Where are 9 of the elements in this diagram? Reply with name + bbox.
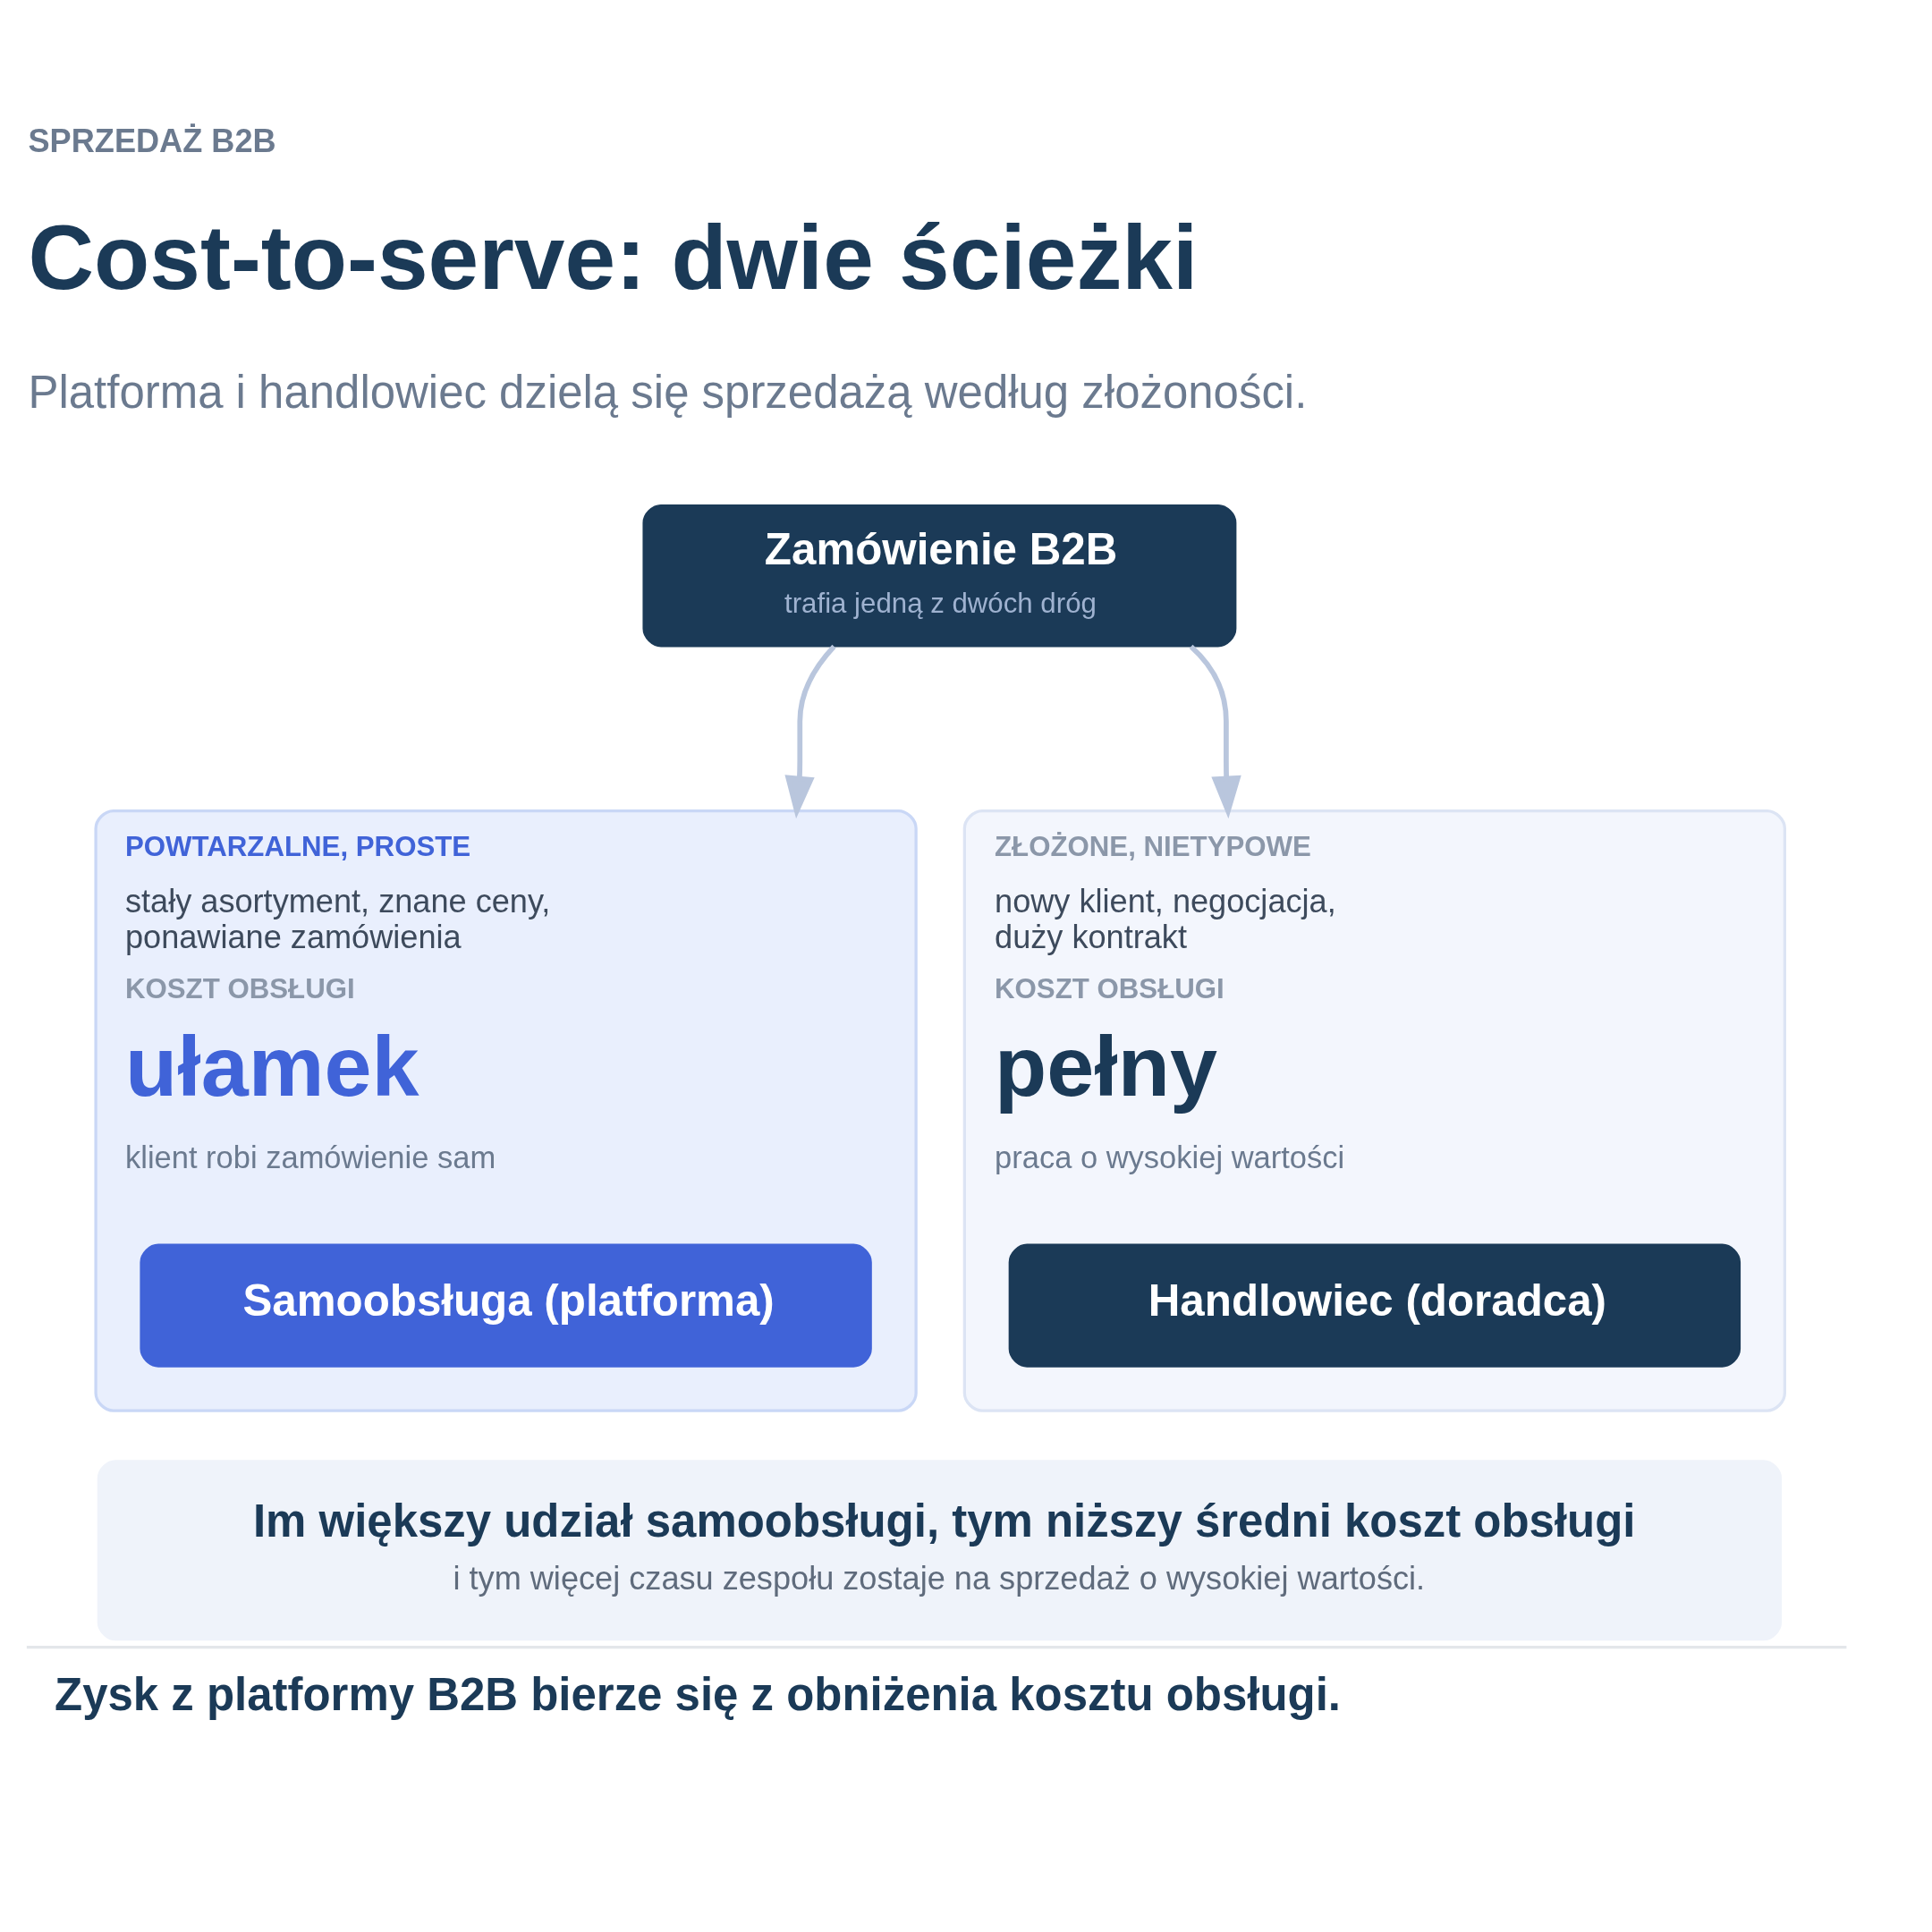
node-box: Samoobsługa (platforma): [140, 1243, 872, 1368]
label: SPRZEDAŻ B2B: [28, 122, 276, 159]
node-box: Handlowiec (doradca): [1008, 1243, 1741, 1368]
caption: Zysk z platformy B2B bierze się z obniżenia kosztu obsługi.: [55, 1669, 1341, 1721]
arrow: [1189, 644, 1241, 819]
label: Platforma i handlowiec dzielą się sprzedażą według złożoności.: [28, 367, 1308, 418]
diagram-title: Cost-to-serve: dwie ścieżki: [28, 206, 1199, 309]
arrow: [784, 644, 836, 819]
node-box: Zamówienie B2B trafia jedną z dwóch dróg: [642, 504, 1237, 648]
